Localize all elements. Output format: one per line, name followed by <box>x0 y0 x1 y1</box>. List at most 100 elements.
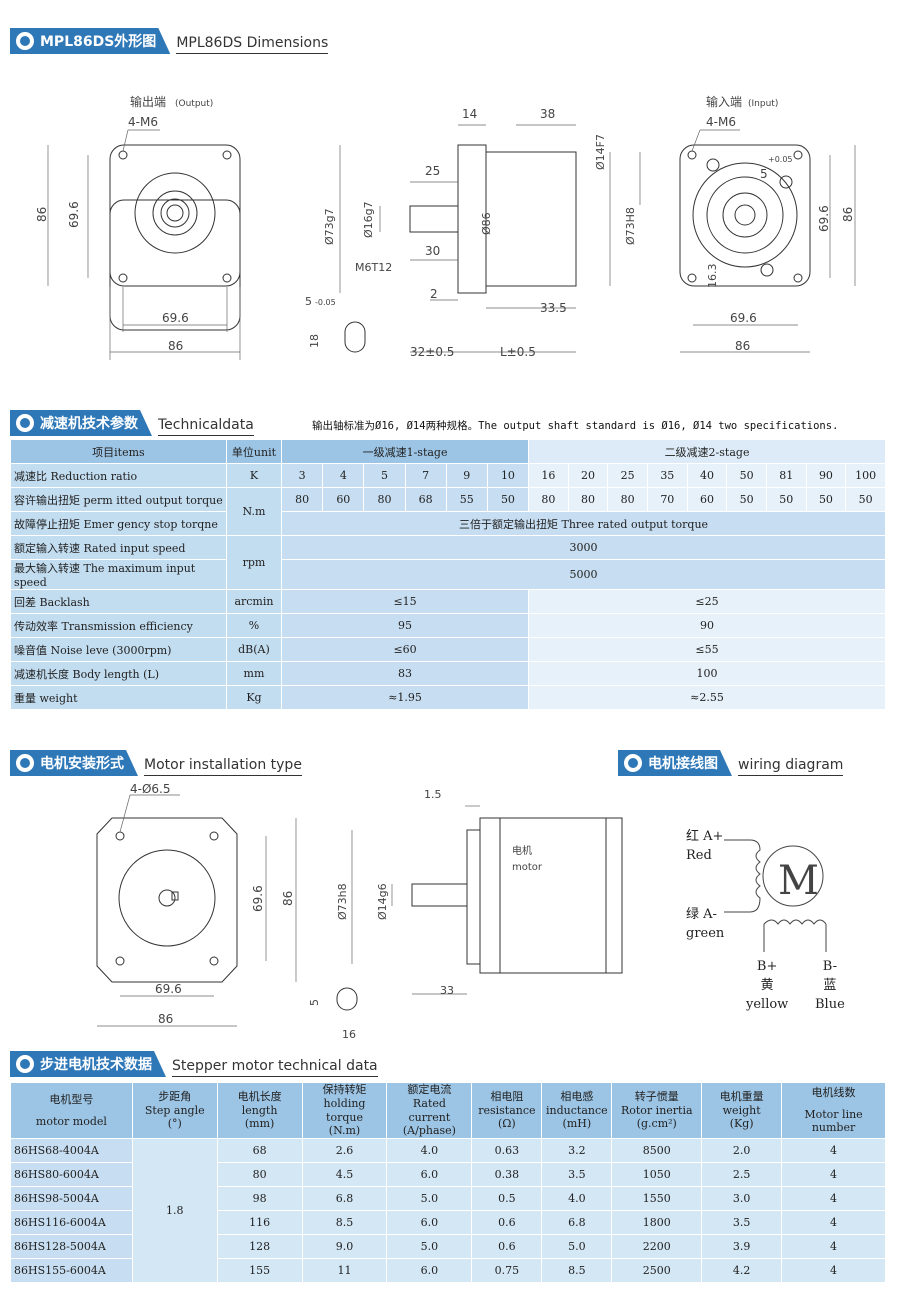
side-key5: 5 <box>305 295 312 308</box>
table-cell: 2.0 <box>701 1138 783 1163</box>
table-cell: 55 <box>445 487 488 512</box>
table-cell: 80 <box>363 487 406 512</box>
side-phi73g7: Ø73g7 <box>323 208 336 245</box>
section-title-cn: 电机接线图 <box>648 756 718 772</box>
section-header-installation: 电机安装形式 Motor installation type <box>10 744 302 776</box>
header-en: Rotor inertia <box>620 1103 693 1117</box>
header-en: holding torque <box>323 1096 366 1124</box>
table-cell: 3.5 <box>701 1210 783 1235</box>
table-row: 项目items 单位unit 一级减速1-stage 二级减速2-stage <box>10 439 886 464</box>
table-cell: 100 <box>528 661 886 686</box>
wire-b-plus-color: yellow <box>746 996 789 1012</box>
table-row: 额定输入转速 Rated input speed rpm 3000 <box>10 535 886 590</box>
table-cell: 128 <box>216 1234 303 1259</box>
header-cn: 电机型号 <box>49 1092 94 1106</box>
gearbox-tech-table: 项目items 单位unit 一级减速1-stage 二级减速2-stage 减… <box>10 439 886 710</box>
table-cell: 3.9 <box>701 1234 783 1259</box>
header-unit: (g.cm²) <box>636 1117 677 1131</box>
table-row: 86HS68-4004A 1.8 68 2.6 4.0 0.63 3.2 850… <box>10 1138 886 1283</box>
table-cell: 4.0 <box>386 1138 473 1163</box>
section-title-en: Technicaldata <box>158 417 254 436</box>
table-cell: 6.8 <box>301 1186 388 1211</box>
table-cell: 86HS80-6004A <box>10 1162 133 1187</box>
table-cell: 50 <box>805 487 847 512</box>
install-key16: 16 <box>342 1028 356 1041</box>
table-cell: 0.6 <box>471 1210 543 1235</box>
side-d2: 2 <box>430 287 438 301</box>
header-unit: (mm) <box>244 1117 275 1131</box>
table-cell: 6.0 <box>386 1210 473 1235</box>
rear-tol5sup: +0.05 <box>768 155 793 164</box>
section-header-technical: 减速机技术参数 Technicaldata <box>10 404 254 436</box>
section-tag: 电机安装形式 <box>10 750 138 776</box>
table-cell: 3.0 <box>701 1186 783 1211</box>
install-d33: 33 <box>440 984 454 997</box>
side-key5tol: -0.05 <box>315 298 336 307</box>
header-cn: 电机重量 <box>719 1089 764 1103</box>
row-label: 额定输入转速 Rated input speed <box>10 535 227 560</box>
install-h696: 69.6 <box>251 885 265 912</box>
table-cell: 0.6 <box>471 1234 543 1259</box>
table-cell: 6.0 <box>386 1162 473 1187</box>
table-cell: 6.8 <box>541 1210 613 1235</box>
table-cell: 68 <box>404 487 447 512</box>
table-cell: 60 <box>322 487 365 512</box>
table-row: 故障停止扭矩 Emer gency stop torqne 三倍于额定输出扭矩 … <box>10 511 886 536</box>
front-holes-label: 4-M6 <box>128 115 158 129</box>
table-row: 86HS155-6004A 155 11 6.0 0.75 8.5 2500 4… <box>10 1258 886 1283</box>
header-stage1: 一级减速1-stage <box>281 439 530 464</box>
table-cell: 4.5 <box>301 1162 388 1187</box>
table-cell: 3.5 <box>541 1162 613 1187</box>
row-unit: Kg <box>225 685 283 710</box>
table-cell: 80 <box>216 1162 303 1187</box>
section-title-cn: 电机安装形式 <box>40 756 124 772</box>
dimensions-drawing: 输出端 (Output) 4-M6 86 69.6 69.6 86 14 38 … <box>35 94 856 360</box>
table-cell: 0.63 <box>471 1138 543 1163</box>
table-cell: ≤25 <box>528 589 886 614</box>
table-cell: 50 <box>486 487 530 512</box>
gear-icon <box>16 754 34 772</box>
table-row: 噪音值 Noise leve (3000rpm) dB(A) ≤60 ≤55 <box>10 637 886 662</box>
header-unit: 单位unit <box>225 439 283 464</box>
header-unit: (Ω) <box>498 1117 516 1131</box>
input-label-en: (Input) <box>748 99 778 109</box>
table-cell: 8500 <box>611 1138 703 1163</box>
table-cell: 81 <box>765 463 807 488</box>
table-cell: 1800 <box>611 1210 703 1235</box>
wiring-diagram: M <box>724 839 827 952</box>
side-phi14f7: Ø14F7 <box>594 134 607 170</box>
row-unit: N.m <box>225 487 283 536</box>
output-label: 输出端 <box>130 94 166 109</box>
install-holes-label: 4-Ø6.5 <box>130 782 171 796</box>
install-d15: 1.5 <box>424 788 442 801</box>
table-cell: 4 <box>781 1186 886 1211</box>
rear-h696: 69.6 <box>817 205 831 232</box>
header-cn: 额定电流 <box>407 1083 452 1096</box>
wire-b-plus-label: B+ <box>756 959 778 974</box>
header-unit: (Kg) <box>729 1117 754 1131</box>
install-phi73h8: Ø73h8 <box>336 883 349 920</box>
table-cell: 10 <box>486 463 530 488</box>
table-cell: 三倍于额定输出扭矩 Three rated output torque <box>281 511 886 536</box>
install-w86: 86 <box>158 1012 173 1026</box>
table-cell: 4.0 <box>541 1186 613 1211</box>
table-cell: ≤55 <box>528 637 886 662</box>
rear-h86: 86 <box>841 207 855 222</box>
table-cell: ≤15 <box>281 589 530 614</box>
header-unit: (A/phase) <box>402 1124 456 1138</box>
table-cell: 86HS155-6004A <box>10 1258 133 1283</box>
table-cell: ≈2.55 <box>528 685 886 710</box>
table-cell: 3000 <box>281 535 886 560</box>
header-items: 项目items <box>10 439 227 464</box>
table-cell: 16 <box>528 463 569 488</box>
section-title-en: wiring diagram <box>738 757 844 776</box>
section-tag: 减速机技术参数 <box>10 410 152 436</box>
wire-a-minus: 绿 A-green <box>686 906 724 944</box>
table-cell: 50 <box>765 487 807 512</box>
table-cell: 3 <box>281 463 324 488</box>
table-cell: 5.0 <box>386 1234 473 1259</box>
